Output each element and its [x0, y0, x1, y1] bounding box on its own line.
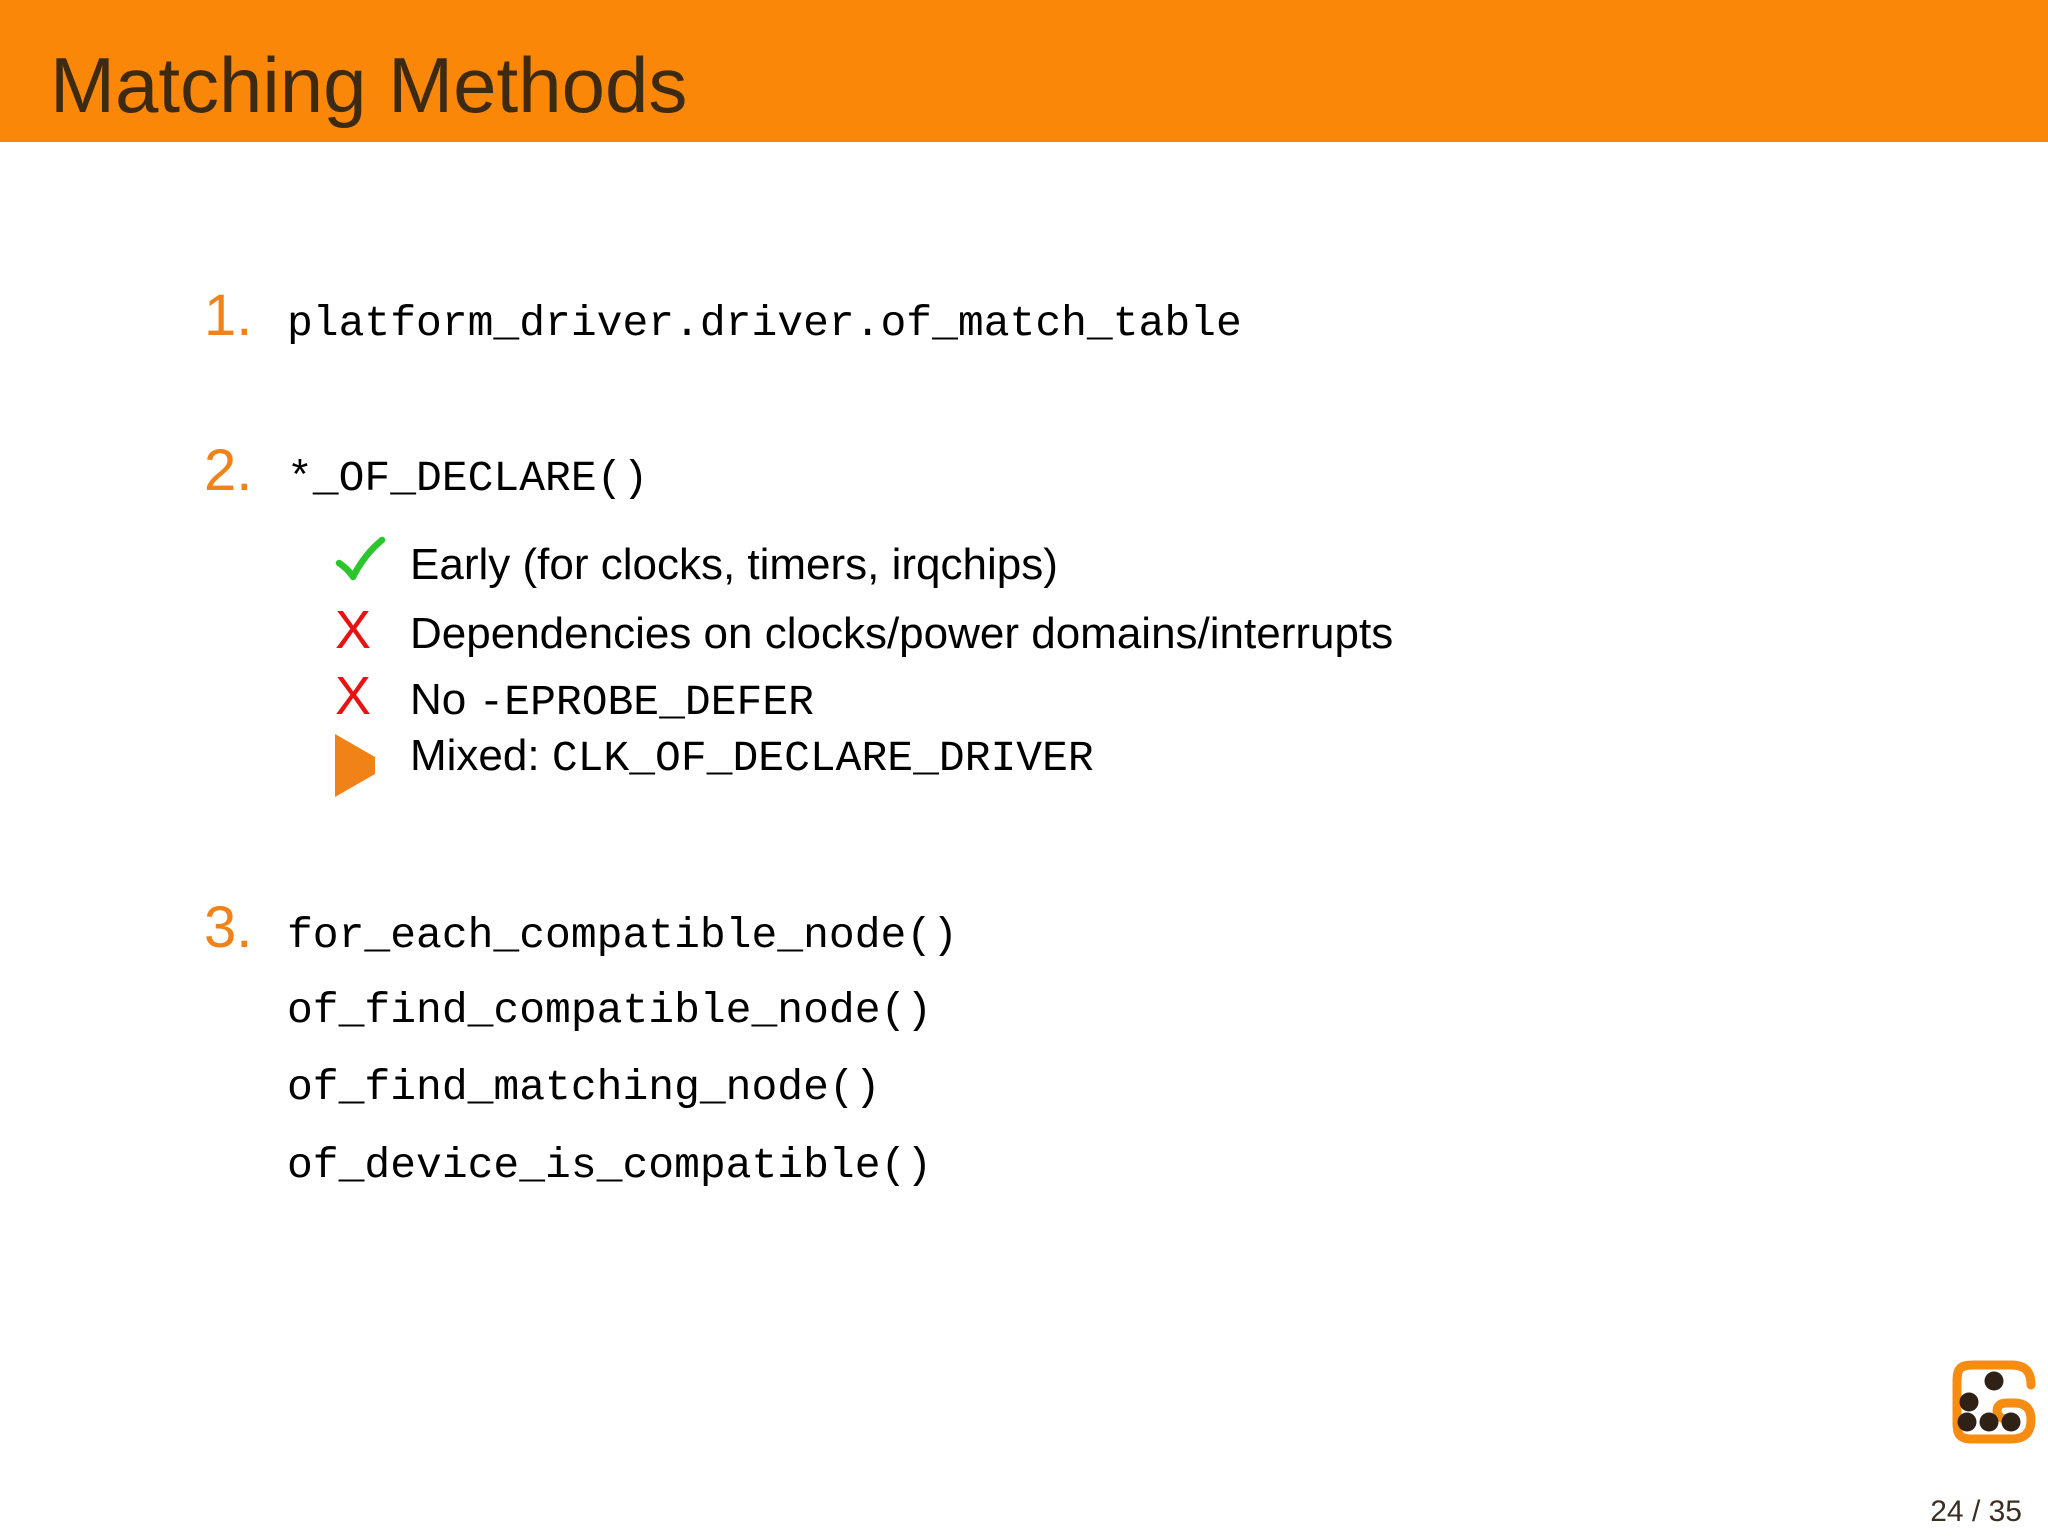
item-code-line: of_device_is_compatible() — [287, 1141, 933, 1190]
free-electrons-logo — [1944, 1352, 2044, 1452]
item-code: for_each_compatible_node() — [287, 911, 958, 960]
item-number: 3. — [204, 895, 253, 960]
list-item-1: 1. platform_driver.driver.of_match_table — [204, 283, 1242, 348]
slide-header-bar: Matching Methods — [0, 0, 2048, 142]
item-code: *_OF_DECLARE() — [287, 454, 649, 503]
page-title: Matching Methods — [50, 41, 688, 129]
list-item-2: 2. *_OF_DECLARE() — [204, 438, 649, 503]
list-item-3: 3. for_each_compatible_node() — [204, 895, 958, 960]
item-number: 1. — [204, 283, 253, 348]
triangle-icon — [335, 734, 375, 797]
sub-item-no-eprobe-defer: X No -EPROBE_DEFER — [335, 669, 814, 724]
sub-item-code: CLK_OF_DECLARE_DRIVER — [551, 734, 1094, 783]
cross-icon: X — [335, 600, 372, 660]
triangle-icon-box — [335, 734, 410, 797]
sub-item-label-prefix: Mixed: — [410, 731, 552, 780]
sub-item-label: Early (for clocks, timers, irqchips) — [410, 540, 1058, 589]
item-code-line: of_find_compatible_node() — [287, 986, 933, 1035]
sub-item-label: Mixed: CLK_OF_DECLARE_DRIVER — [410, 731, 1094, 783]
sub-item-label-prefix: No — [410, 675, 479, 724]
cross-icon: X — [335, 666, 372, 726]
page-number: 24 / 35 — [1930, 1495, 2022, 1528]
sub-item-mixed: Mixed: CLK_OF_DECLARE_DRIVER — [335, 731, 1094, 797]
item-code-line: of_find_matching_node() — [287, 1063, 881, 1112]
sub-item-label: No -EPROBE_DEFER — [410, 675, 814, 727]
sub-item-early: Early (for clocks, timers, irqchips) — [335, 536, 1058, 589]
item-code: platform_driver.driver.of_match_table — [287, 299, 1242, 348]
item-number: 2. — [204, 438, 253, 503]
check-icon — [335, 536, 410, 584]
sub-item-code: -EPROBE_DEFER — [478, 678, 814, 727]
sub-item-label: Dependencies on clocks/power domains/int… — [410, 609, 1394, 658]
sub-item-dependencies: X Dependencies on clocks/power domains/i… — [335, 603, 1393, 657]
